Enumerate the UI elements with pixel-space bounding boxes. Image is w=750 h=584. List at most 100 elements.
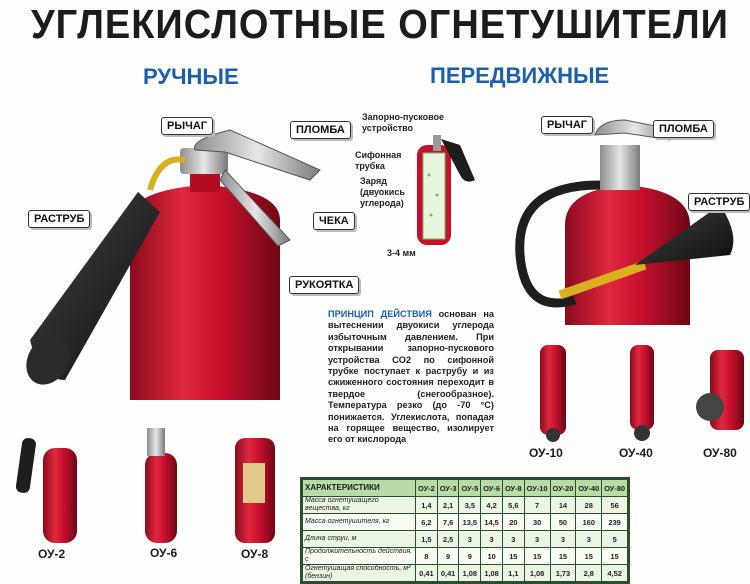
model-label-ou6: ОУ-6 <box>150 546 178 560</box>
table-cell: 239 <box>601 513 629 531</box>
table-col-header: ОУ-8 <box>501 479 525 497</box>
table-cell: 14,5 <box>480 513 503 531</box>
table-cell: 15 <box>549 547 577 565</box>
table-row: Масса огнетушителя, кг 6,2 7,6 13,5 14,5… <box>302 513 629 531</box>
table-cell: 5,6 <box>501 496 525 514</box>
table-row-label: Длина струи, м <box>302 530 416 548</box>
table-col-header: ОУ-40 <box>575 479 603 497</box>
table-cell: 2,8 <box>575 564 603 582</box>
table-cell: 3 <box>501 530 525 548</box>
table-cell: 0,41 <box>436 564 460 582</box>
table-col-header: ОУ-2 <box>415 479 438 497</box>
table-row-label: Огнетушащая способность, м² (бензин) <box>302 564 416 582</box>
hose <box>147 156 186 191</box>
valve-head <box>180 148 228 174</box>
table-cell: 3,5 <box>458 496 482 514</box>
table-cell: 2,1 <box>436 496 460 514</box>
mobile-callout-seal: ПЛОМБА <box>653 120 714 138</box>
cutaway-siphon-label: Сифонная трубка <box>355 150 402 171</box>
section-mobile-heading: ПЕРЕДВИЖНЫЕ <box>430 63 610 88</box>
table-cell: 30 <box>523 513 551 531</box>
table-cell: 4,52 <box>601 564 629 582</box>
manual-extinguisher-illustration <box>26 129 321 400</box>
table-cell: 10 <box>480 547 503 565</box>
table-col-header: ОУ-20 <box>549 479 577 497</box>
table-header-row: ХАРАКТЕРИСТИКИ ОУ-2 ОУ-3 ОУ-5 ОУ-6 ОУ-8 … <box>302 479 629 497</box>
cutaway-gap-label: 3-4 мм <box>387 248 416 258</box>
table-cell: 3 <box>549 530 577 548</box>
callout-pin: ЧЕКА <box>313 212 355 230</box>
table-cell: 1,1 <box>501 564 525 582</box>
table-cell: 5 <box>601 530 629 548</box>
table-cell: 28 <box>575 496 603 514</box>
cylinder-neck <box>190 172 220 192</box>
table-cell: 9 <box>458 547 482 565</box>
table-cell: 56 <box>601 496 629 514</box>
table-row-label: Масса огнетушителя, кг <box>302 513 416 531</box>
table-cell: 50 <box>549 513 577 531</box>
table-cell: 15 <box>523 547 551 565</box>
cutaway-charge-label: Заряд (двуокись углерода) <box>360 176 405 208</box>
principle-text: ПРИНЦИП ДЕЙСТВИЯ основан на вытеснении д… <box>328 309 494 446</box>
table-col-header: ОУ-6 <box>480 479 503 497</box>
table-row-label: Продолжительность действия, с <box>302 547 416 565</box>
table-cell: 2,5 <box>436 530 460 548</box>
handle <box>219 169 291 247</box>
table-col-header: ОУ-80 <box>601 479 629 497</box>
table-row: Масса огнетушащего вещества, кг 1,4 2,1 … <box>302 496 629 514</box>
table-cell: 3 <box>480 530 503 548</box>
mobile-callout-lever: РЫЧАГ <box>541 116 594 134</box>
principle-heading: ПРИНЦИП ДЕЙСТВИЯ <box>328 309 432 319</box>
table-cell: 7 <box>523 496 551 514</box>
table-col-header: ОУ-5 <box>458 479 482 497</box>
table-row: Огнетушащая способность, м² (бензин) 0,4… <box>302 564 629 582</box>
cylinder-body <box>130 185 280 400</box>
table-cell: 1,5 <box>415 530 438 548</box>
table-row-label: Масса огнетушащего вещества, кг <box>302 496 416 514</box>
table-cell: 7,6 <box>436 513 460 531</box>
callout-lever: РЫЧАГ <box>161 117 214 135</box>
table-cell: 15 <box>601 547 629 565</box>
table-row: Продолжительность действия, с 8 9 9 10 1… <box>302 547 629 565</box>
table-cell: 9 <box>436 547 460 565</box>
section-manual-heading: РУЧНЫЕ <box>143 64 239 89</box>
model-label-ou2: ОУ-2 <box>38 547 66 561</box>
model-label-ou40: ОУ-40 <box>619 446 653 460</box>
callout-seal: ПЛОМБА <box>290 121 351 139</box>
table-cell: 6,2 <box>415 513 438 531</box>
table-col-header: ОУ-3 <box>436 479 460 497</box>
callout-handle: РУКОЯТКА <box>289 276 360 294</box>
cutaway-diagram <box>417 135 475 245</box>
table-cell: 20 <box>501 513 525 531</box>
table-cell: 14 <box>549 496 577 514</box>
table-cell: 15 <box>501 547 525 565</box>
table-cell: 3 <box>575 530 603 548</box>
table-cell: 160 <box>575 513 603 531</box>
table-cell: 1,08 <box>523 564 551 582</box>
table-cell: 1,4 <box>415 496 438 514</box>
specs-table: ХАРАКТЕРИСТИКИ ОУ-2 ОУ-3 ОУ-5 ОУ-6 ОУ-8 … <box>302 479 629 582</box>
poster-title: УГЛЕКИСЛОТНЫЕ ОГНЕТУШИТЕЛИ <box>31 2 729 48</box>
model-label-ou8: ОУ-8 <box>241 547 269 561</box>
table-cell: 1,08 <box>480 564 503 582</box>
table-cell: 1,73 <box>549 564 577 582</box>
cutaway-valve-label: Запорно-пусковое устройство <box>362 112 445 133</box>
mobile-callout-horn: РАСТРУБ <box>688 193 750 211</box>
table-cell: 1,08 <box>458 564 482 582</box>
table-cell: 3 <box>458 530 482 548</box>
table-cell: 3 <box>523 530 551 548</box>
principle-body: основан на вытеснении двуокиси углерода … <box>328 309 494 445</box>
table-row: Длина струи, м 1,5 2,5 3 3 3 3 3 3 5 <box>302 530 629 548</box>
table-col-header: ОУ-10 <box>523 479 551 497</box>
callout-horn: РАСТРУБ <box>28 210 91 228</box>
table-cell: 8 <box>415 547 438 565</box>
horn <box>30 192 160 380</box>
specs-table-wrapper: ХАРАКТЕРИСТИКИ ОУ-2 ОУ-3 ОУ-5 ОУ-6 ОУ-8 … <box>300 477 631 584</box>
table-cell: 0,41 <box>415 564 438 582</box>
table-cell: 4,2 <box>480 496 503 514</box>
lever <box>193 129 321 181</box>
table-cell: 13,5 <box>458 513 482 531</box>
table-cell: 15 <box>575 547 603 565</box>
table-header-label: ХАРАКТЕРИСТИКИ <box>302 479 416 497</box>
model-label-ou10: ОУ-10 <box>529 446 563 460</box>
